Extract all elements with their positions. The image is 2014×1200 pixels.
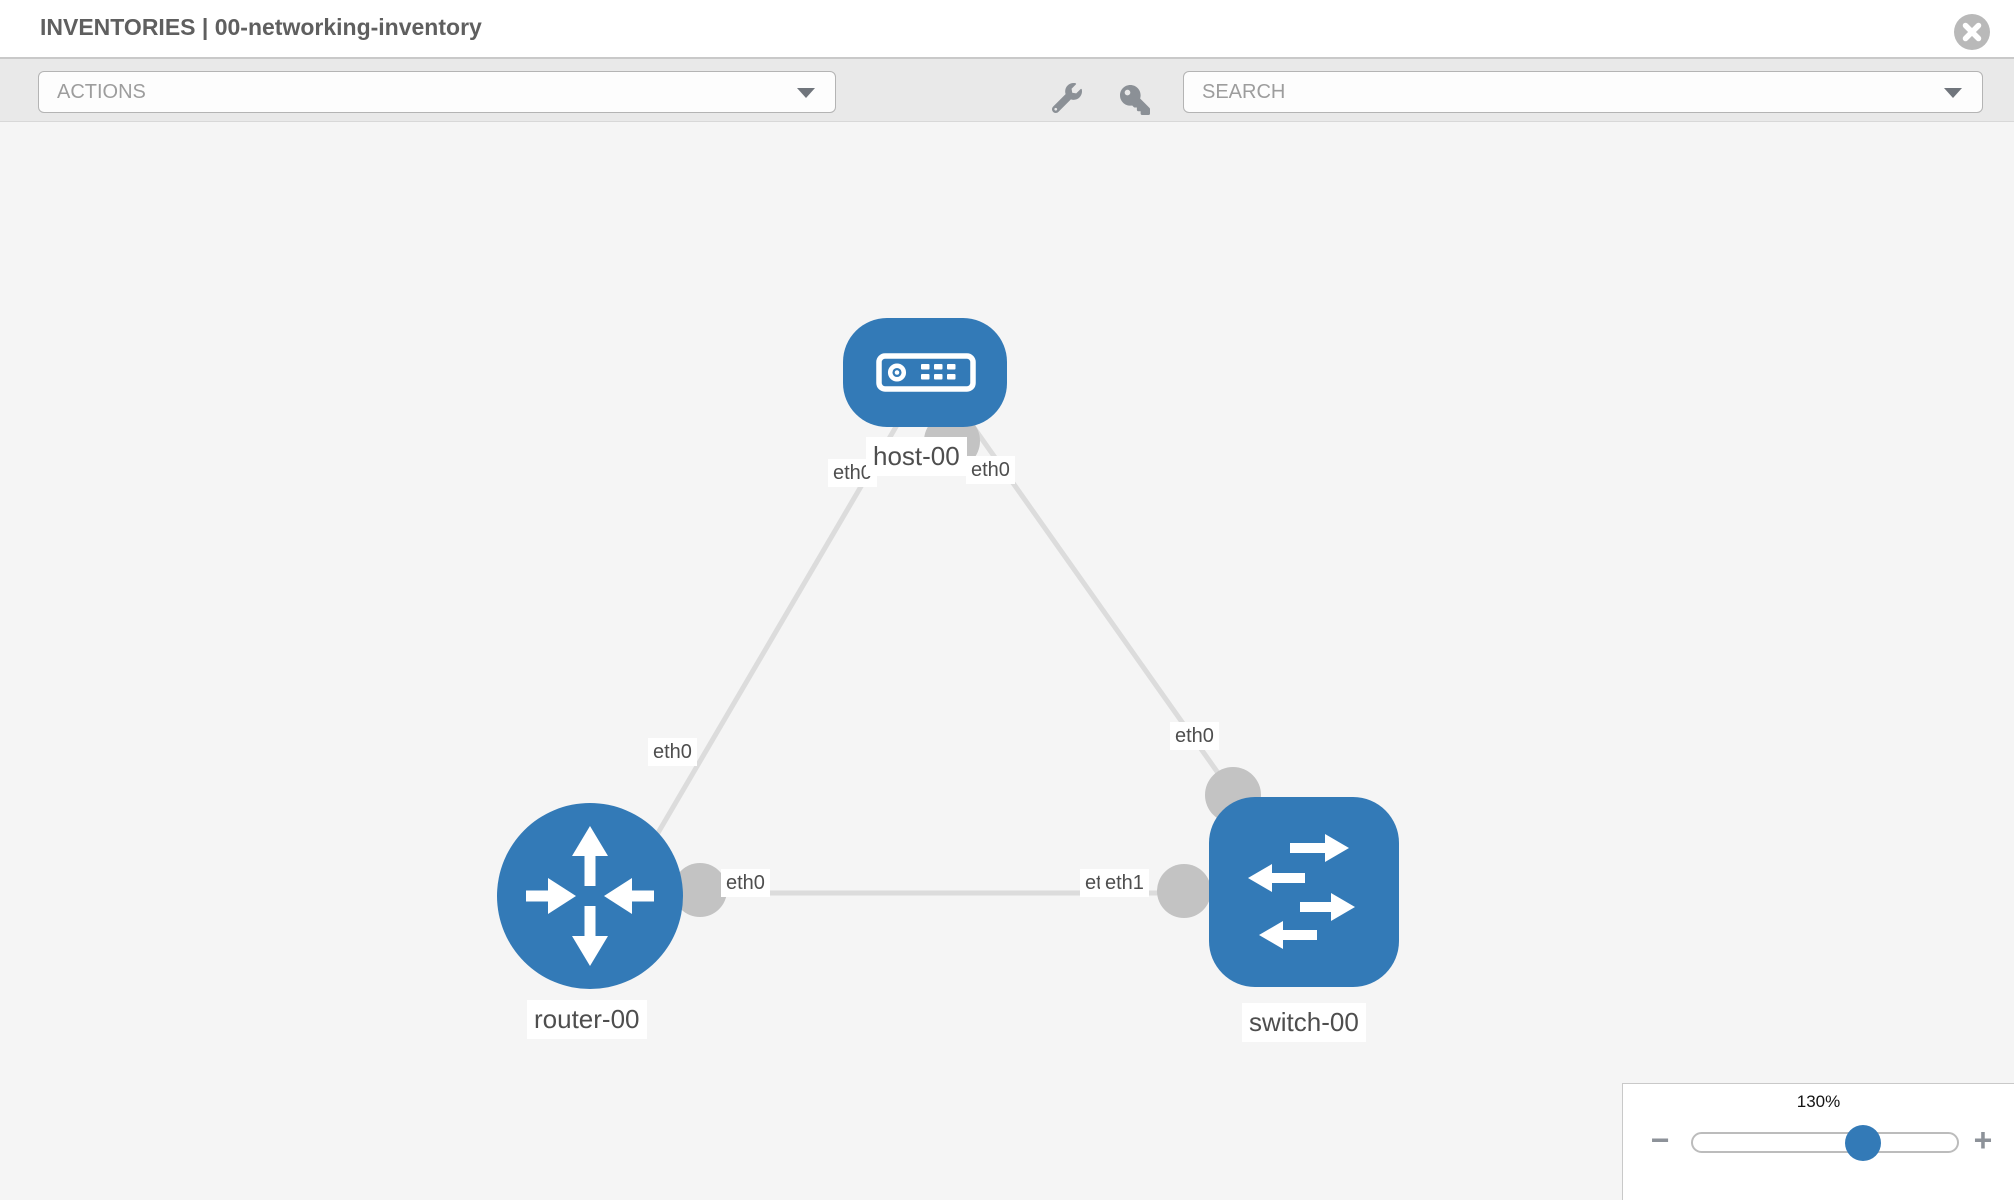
zoom-out-button[interactable]: − bbox=[1650, 1122, 1670, 1158]
zoom-control-panel: 130% − + bbox=[1622, 1083, 2014, 1200]
zoom-slider-handle[interactable] bbox=[1845, 1125, 1881, 1161]
credentials-button[interactable] bbox=[1120, 85, 1152, 117]
link-host-router[interactable] bbox=[652, 423, 900, 840]
zoom-level-value: 130% bbox=[1796, 1092, 1841, 1111]
node-router-00[interactable] bbox=[497, 803, 683, 989]
wrench-icon bbox=[1051, 83, 1082, 114]
node-label-router: router-00 bbox=[527, 1000, 647, 1039]
configure-tools-button[interactable] bbox=[1051, 83, 1084, 115]
close-icon bbox=[1954, 14, 1990, 50]
chevron-down-icon bbox=[797, 88, 815, 98]
search-placeholder: SEARCH bbox=[1202, 81, 1286, 103]
node-label-host: host-00 bbox=[866, 437, 967, 476]
actions-dropdown[interactable]: ACTIONS bbox=[38, 71, 836, 113]
header-bar: INVENTORIES | 00-networking-inventory bbox=[0, 0, 2014, 59]
node-switch-00[interactable] bbox=[1209, 797, 1399, 987]
node-host-00[interactable] bbox=[843, 318, 1007, 427]
close-button[interactable] bbox=[1953, 13, 1991, 51]
router-icon bbox=[526, 826, 654, 966]
interface-label: eth0 bbox=[1170, 722, 1219, 750]
interface-dot-switch-left bbox=[1157, 864, 1211, 918]
node-label-switch: switch-00 bbox=[1242, 1003, 1366, 1042]
zoom-in-button[interactable]: + bbox=[1973, 1122, 1993, 1158]
interface-label: eth0 bbox=[648, 738, 697, 766]
host-icon bbox=[876, 353, 976, 392]
interface-label: eth1 bbox=[1100, 869, 1149, 897]
switch-icon bbox=[1248, 834, 1355, 949]
toolbar: ACTIONS SEARCH bbox=[0, 59, 2014, 122]
interface-label: eth0 bbox=[966, 456, 1015, 484]
chevron-down-icon bbox=[1944, 88, 1962, 98]
zoom-slider-track[interactable] bbox=[1691, 1132, 1959, 1153]
interface-label: eth0 bbox=[721, 869, 770, 897]
interface-dot-router bbox=[673, 863, 727, 917]
actions-dropdown-label: ACTIONS bbox=[57, 81, 146, 103]
search-input[interactable]: SEARCH bbox=[1183, 71, 1983, 113]
page-title: INVENTORIES | 00-networking-inventory bbox=[40, 14, 482, 40]
key-icon bbox=[1120, 85, 1150, 115]
